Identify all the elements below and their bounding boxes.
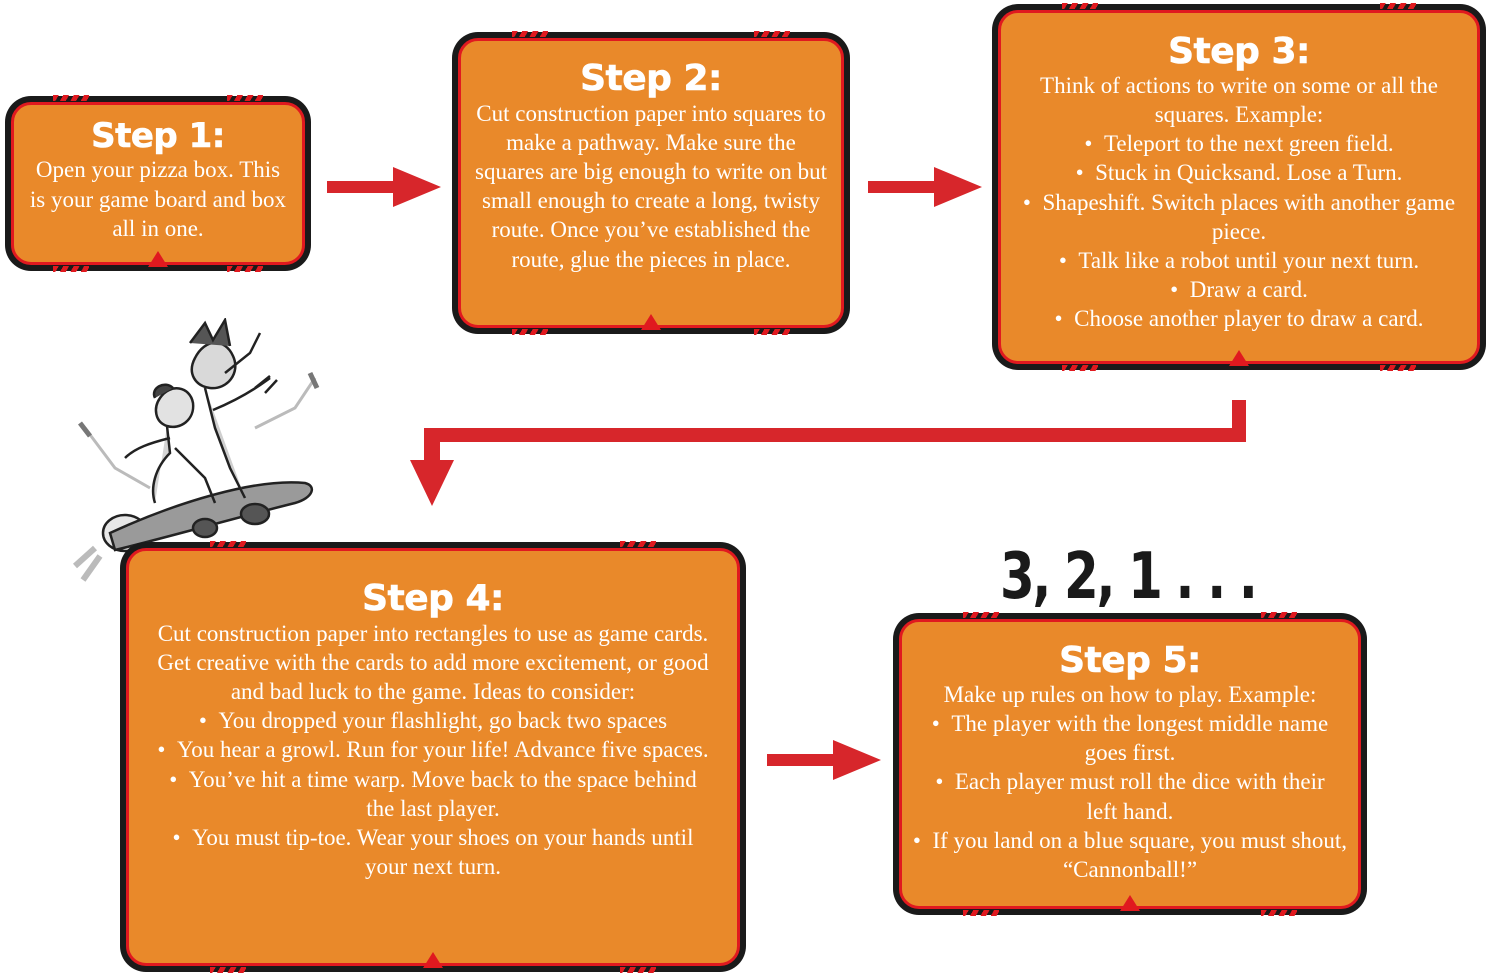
- countdown-text: 3, 2, 1 . . .: [1000, 540, 1258, 614]
- step-3-bullet: Teleport to the next green field.: [1007, 129, 1471, 158]
- step-5-bullet: Each player must roll the dice with thei…: [912, 767, 1348, 825]
- step-5-bullet: If you land on a blue square, you must s…: [912, 826, 1348, 884]
- step-3-bullet: Talk like a robot until your next turn.: [1007, 246, 1471, 275]
- step-1-card: Step 1: Open your pizza box. This is you…: [5, 95, 311, 272]
- step-3-text: Think of actions to write on some or all…: [1040, 72, 1438, 127]
- step-5-bullet: The player with the longest middle name …: [912, 709, 1348, 767]
- step-1-title: Step 1:: [91, 116, 226, 156]
- step-3-bullet: Draw a card.: [1007, 275, 1471, 304]
- step-4-text: Cut construction paper into rectangles t…: [157, 620, 709, 704]
- step-3-bullet: Shapeshift. Switch places with another g…: [1007, 188, 1471, 246]
- arrow-step2-to-step3: [868, 167, 982, 207]
- arrow-step1-to-step2: [327, 167, 441, 207]
- step-4-bullet: You dropped your flashlight, go back two…: [153, 706, 713, 735]
- step-4-bullet: You must tip-toe. Wear your shoes on you…: [153, 823, 713, 881]
- step-2-card: Step 2: Cut construction paper into squa…: [452, 31, 850, 335]
- step-4-title: Step 4:: [362, 578, 505, 619]
- step-4-bullets: You dropped your flashlight, go back two…: [129, 706, 737, 881]
- step-3-bullet: Choose another player to draw a card.: [1007, 304, 1471, 333]
- arrow-step4-to-step5: [767, 740, 881, 780]
- step-4-bullet: You hear a growl. Run for your life! Adv…: [153, 735, 713, 764]
- step-2-text: Cut construction paper into squares to m…: [475, 100, 827, 272]
- step-5-text: Make up rules on how to play. Example:: [943, 681, 1317, 707]
- step-1-text: Open your pizza box. This is your game b…: [29, 156, 287, 242]
- arrow-step3-to-step4: [410, 400, 1246, 506]
- step-5-title: Step 5:: [1059, 640, 1202, 681]
- hoverboard-kids-illustration: [72, 318, 320, 582]
- step-3-bullets: Teleport to the next green field. Stuck …: [1001, 129, 1477, 333]
- step-3-title: Step 3:: [1168, 31, 1311, 72]
- step-3-card: Step 3: Think of actions to write on som…: [992, 3, 1486, 371]
- step-4-bullet: You’ve hit a time warp. Move back to the…: [153, 765, 713, 823]
- step-5-bullets: The player with the longest middle name …: [902, 709, 1358, 884]
- step-4-card: Step 4: Cut construction paper into rect…: [120, 541, 746, 973]
- step-3-bullet: Stuck in Quicksand. Lose a Turn.: [1007, 158, 1471, 187]
- step-5-card: Step 5: Make up rules on how to play. Ex…: [893, 612, 1367, 916]
- step-2-title: Step 2:: [580, 58, 723, 99]
